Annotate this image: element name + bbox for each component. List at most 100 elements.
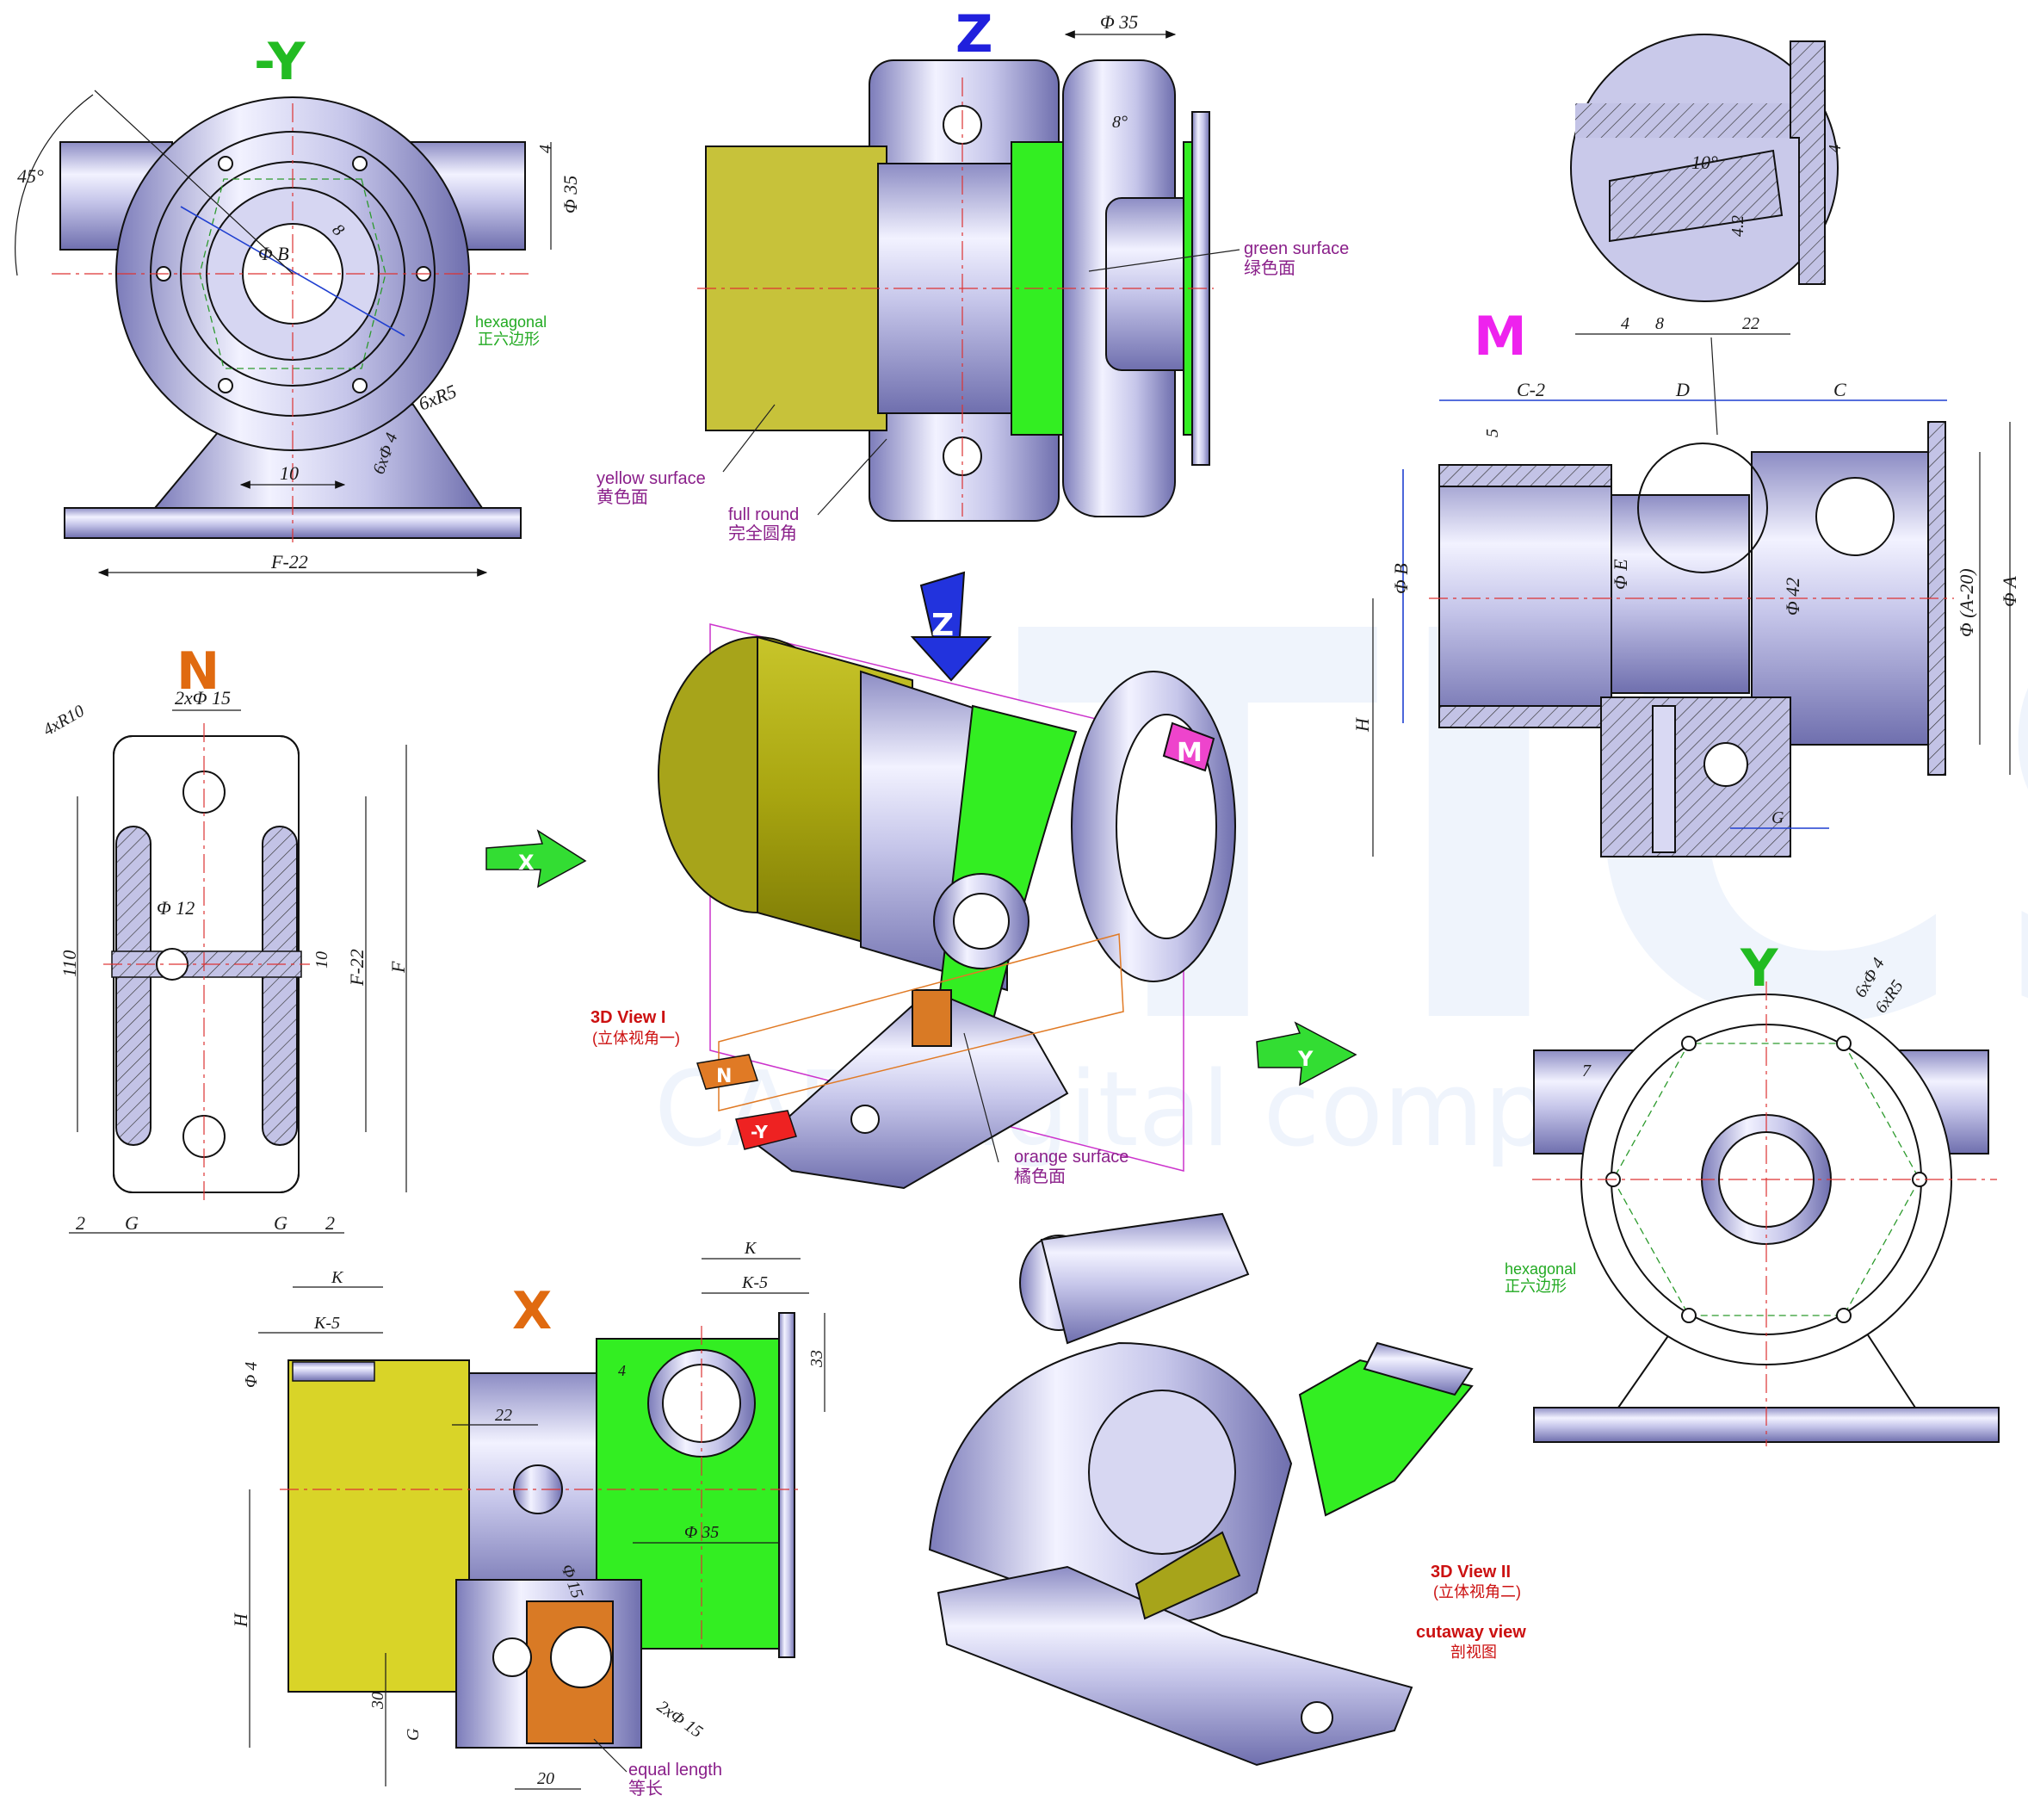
dim-m-dB: Φ B (1390, 563, 1412, 594)
view-y: Y 6xΦ 4 6xR5 7 hexagonal 正六边形 (1505, 938, 2000, 1446)
note-equal-en: equal length (628, 1761, 722, 1780)
note-hexagonal-en: hexagonal (475, 313, 547, 331)
arrow-n-label: N (716, 1066, 732, 1087)
iso2-base (937, 1565, 1413, 1767)
arrow-x (485, 829, 587, 888)
dim-n-d12: Φ 12 (157, 897, 195, 919)
dim-n-f: F (387, 961, 409, 974)
iso2-subtitle: (立体视角二) (1433, 1583, 1521, 1600)
arrow-x-label: X (518, 851, 535, 875)
dim-x-d15b: 2xΦ 15 (653, 1697, 706, 1742)
arrow-n (696, 1054, 758, 1090)
iso1-subtitle: (立体视角一) (592, 1030, 680, 1047)
view-neg-y: -Y 45° Φ 35 4 Φ B 8 6xR5 6xΦ 4 1 (15, 32, 581, 577)
dim-x-four: 4 (618, 1362, 626, 1379)
note-yellow-en: yellow surface (597, 469, 706, 488)
dim-n-two-r: 2 (325, 1212, 335, 1234)
dim-n-f22: F-22 (346, 949, 368, 987)
dim-five: 5 (1483, 429, 1502, 437)
dim-d35: Φ 35 (560, 176, 581, 214)
flag-m (1162, 721, 1215, 772)
note-orange-en: orange surface (1014, 1148, 1128, 1167)
dim-n-g-l: G (125, 1212, 139, 1234)
view-z: Z Φ 35 8° green surface 绿色面 yellow surfa… (597, 4, 1349, 543)
slot-left (115, 826, 151, 1146)
note-orange-zh: 橘色面 (1014, 1167, 1066, 1186)
dim-m-dA20: Φ (A-20) (1956, 568, 1977, 637)
flag-m-label: M (1177, 738, 1203, 768)
dim-x-g: G (404, 1728, 423, 1741)
view-label-z: Z (955, 4, 993, 65)
detail-ten: 10° (1691, 152, 1718, 173)
note-green-en: green surface (1244, 239, 1349, 258)
detail-circle: 10° 4 4.2 4 8 22 (1570, 34, 1845, 436)
arrow-y (1256, 1021, 1357, 1086)
dim-m-d42: Φ 42 (1782, 578, 1803, 616)
detail-b4: 4 (1621, 314, 1629, 333)
dim-x-20: 20 (537, 1769, 554, 1788)
arrow-z-label: Z (931, 608, 954, 643)
dim-x-30: 30 (368, 1692, 387, 1710)
dim-m-dE: Φ E (1610, 559, 1631, 590)
note-equal-zh: 等长 (628, 1779, 663, 1798)
dim-x-k-r: K (744, 1239, 757, 1258)
dim-dB: Φ B (258, 243, 289, 264)
dim-n-two-l: 2 (76, 1212, 85, 1234)
view-iso-2: 3D View II (立体视角二) cutaway view 剖视图 (928, 1212, 1526, 1767)
iso-orange-surface (912, 989, 952, 1047)
dim-width: F-22 (270, 551, 308, 573)
note-yellow-zh: 黄色面 (597, 487, 648, 507)
dim-x-22: 22 (495, 1406, 512, 1425)
detail-four: 4 (1826, 145, 1845, 153)
dim-x-k-l: K (331, 1268, 344, 1287)
view-label-y: Y (1740, 938, 1779, 999)
view-n: N 4xR10 2xΦ 15 Φ 12 110 10 F-22 F 2 G G … (40, 641, 410, 1234)
dim-n-110: 110 (59, 950, 80, 977)
dim-ten: 10 (280, 462, 299, 484)
view-x: X K K-5 Φ 4 K K-5 33 4 22 Φ 15 Φ 35 H (230, 1239, 826, 1798)
note-green-zh: 绿色面 (1244, 258, 1295, 278)
note-hexagonal-zh: 正六边形 (478, 331, 540, 348)
note-round-en: full round (728, 505, 799, 524)
dim-x-k5-r: K-5 (741, 1273, 768, 1292)
view-label-x: X (512, 1281, 552, 1341)
dim-m-g: G (1771, 808, 1784, 827)
dim-y-seven: 7 (1582, 1062, 1592, 1080)
arrow-neg-y-label: -Y (751, 1122, 768, 1142)
lower-boss (1600, 696, 1791, 857)
dim-c2: C-2 (1517, 379, 1545, 400)
dim-n-r10: 4xR10 (40, 702, 88, 740)
hexagon-outline (199, 178, 386, 369)
dim-m-h: H (1351, 717, 1373, 733)
iso2-title: 3D View II (1431, 1563, 1511, 1582)
detail-b8: 8 (1655, 314, 1664, 333)
note-y-hexagonal-zh: 正六边形 (1505, 1278, 1567, 1295)
view-label-neg-y: -Y (254, 32, 306, 92)
slot-right (262, 826, 298, 1146)
left-tube (1438, 464, 1612, 728)
iso2-green-surface (1298, 1359, 1474, 1517)
dim-x-d4: Φ 4 (242, 1362, 261, 1388)
dim-angle: 45° (17, 165, 44, 187)
dim-n-g-r: G (274, 1212, 288, 1234)
dim-z-eight: 8° (1112, 113, 1128, 132)
x-yellow-surface (288, 1359, 470, 1693)
arrow-z-head (910, 636, 992, 682)
detail-b22: 22 (1742, 314, 1759, 333)
detail-fourtwo: 4.2 (1728, 215, 1747, 237)
dim-x-k5-l: K-5 (313, 1314, 340, 1333)
arrow-neg-y (735, 1110, 797, 1150)
dim-x-d35: Φ 35 (684, 1523, 719, 1542)
iso2-cut-zh: 剖视图 (1450, 1644, 1497, 1661)
dim-z-d35: Φ 35 (1100, 11, 1138, 33)
iso2-cut-en: cutaway view (1416, 1623, 1526, 1642)
note-round-zh: 完全圆角 (728, 523, 797, 543)
note-y-hexagonal-en: hexagonal (1505, 1260, 1576, 1278)
view-label-n: N (176, 641, 219, 702)
dim-x-33: 33 (807, 1350, 826, 1368)
dim-d: D (1675, 379, 1690, 400)
x-flange (778, 1312, 795, 1658)
dim-x-h: H (230, 1613, 251, 1628)
view-iso-1: Z M X Y N -Y 3D View (485, 571, 1357, 1190)
